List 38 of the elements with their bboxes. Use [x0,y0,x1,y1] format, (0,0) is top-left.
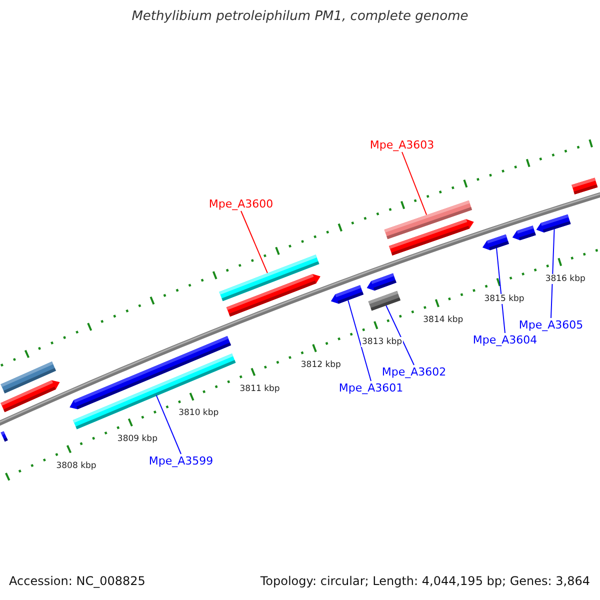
scale-label: 3809 kbp [116,434,158,444]
pointed-gene-block [226,274,320,317]
scale-label: 3812 kbp [300,360,342,370]
gene-block [368,290,400,311]
footer-text: Accession: NC_008825 [9,574,146,588]
leader-line [496,248,506,334]
gene-label: Mpe_A3602 [382,366,446,378]
gene-block [572,178,598,194]
gene-label: Mpe_A3605 [518,318,584,332]
footer-text: Topology: circular; Length: 4,044,195 bp; Genes: 3,864 [260,574,590,588]
pointed-gene-block [330,285,364,304]
scale-label: 3808 kbp [55,460,98,471]
pointed-gene-block [482,234,509,250]
gene-block [384,200,472,240]
scale-label: 3816 kbp [544,274,586,284]
gene-label: Mpe_A3600 [208,198,274,210]
leader-line [240,210,268,274]
pointed-gene-block [0,380,60,412]
scale-label: 3811 kbp [238,384,281,394]
scale-label: 3810 kbp [178,408,220,418]
scale-label: 3815 kbp [483,294,526,304]
leader-line [402,152,428,216]
gene-block [0,431,8,442]
diagram-title: Methylibium petroleiphilum PM1, complete genome [132,9,468,24]
scale-label: 3814 kbp [422,315,464,326]
pointed-gene-block [70,336,232,410]
scale-label: 3813 kbp [361,337,404,348]
pointed-gene-block [536,214,571,233]
gene-label: Mpe_A3604 [472,334,538,346]
leader-line [550,228,555,318]
gene-label: Mpe_A3603 [370,138,434,152]
leader-line [386,305,414,366]
leader-line [348,300,372,382]
leader-line [156,394,182,454]
pointed-gene-block [366,273,396,291]
pointed-gene-block [512,226,536,240]
gene-label: Mpe_A3599 [148,454,214,468]
gene-label: Mpe_A3601 [338,382,404,394]
